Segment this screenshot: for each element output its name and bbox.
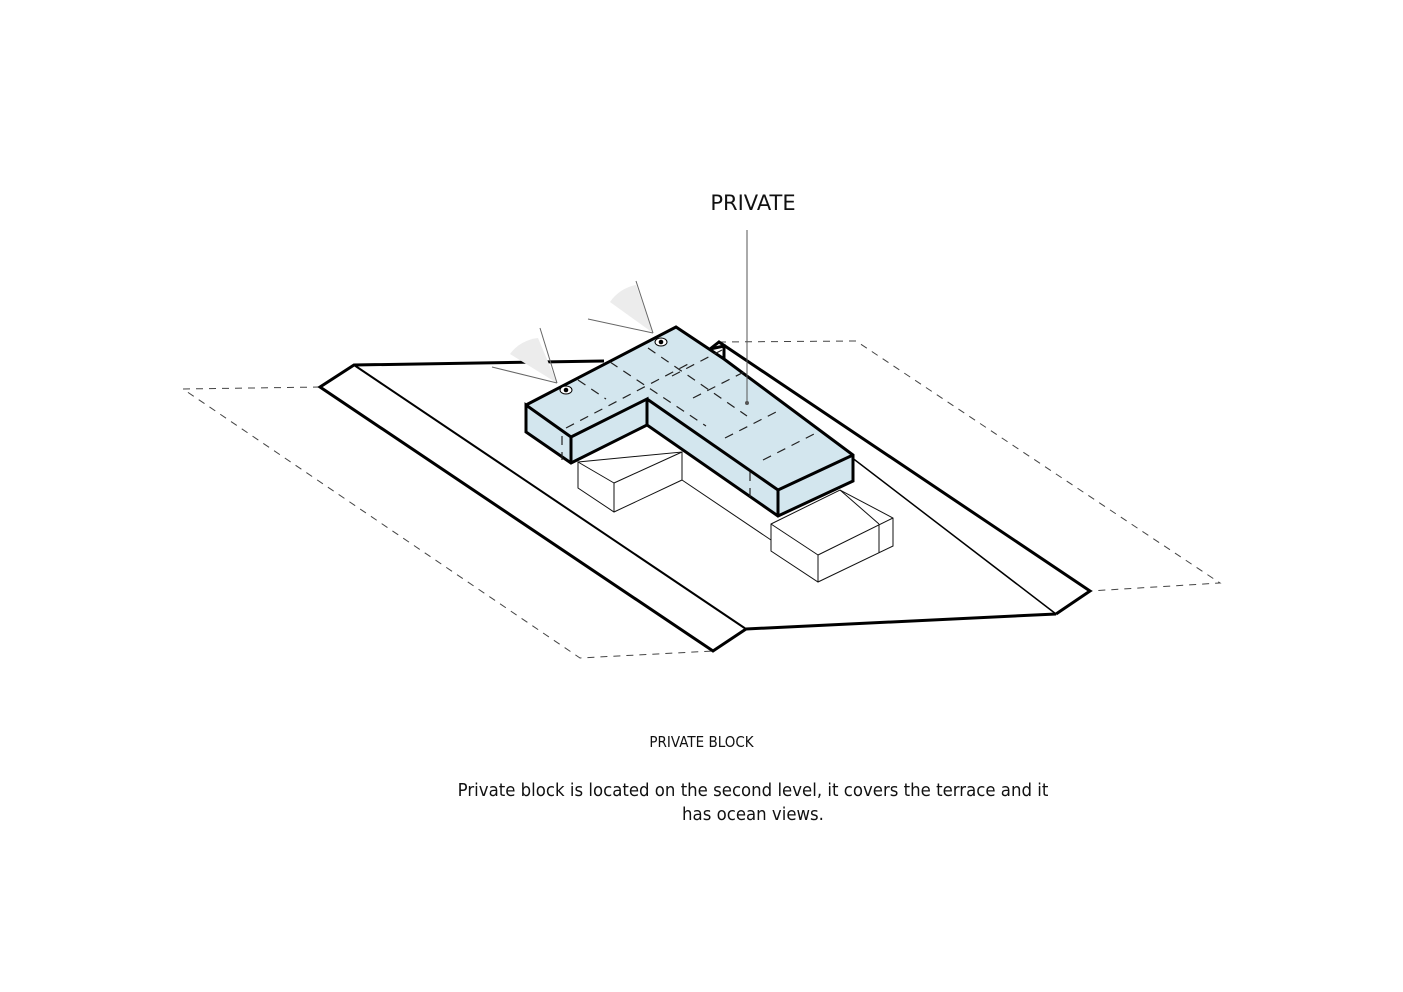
callout-label-private: PRIVATE — [710, 191, 796, 215]
callout-leader-line — [745, 230, 749, 405]
lower-volume-left — [577, 451, 772, 541]
eye-icon — [559, 385, 573, 395]
diagram-title: PRIVATE BLOCK — [649, 733, 754, 751]
site-boundary-right — [718, 340, 1222, 592]
lower-volume-right — [770, 489, 894, 583]
diagram-description: Private block is located on the second l… — [457, 780, 1049, 825]
eye-icon — [654, 337, 668, 347]
private-block — [524, 325, 855, 518]
site-boundary-left — [181, 386, 714, 659]
view-cones — [491, 280, 654, 384]
